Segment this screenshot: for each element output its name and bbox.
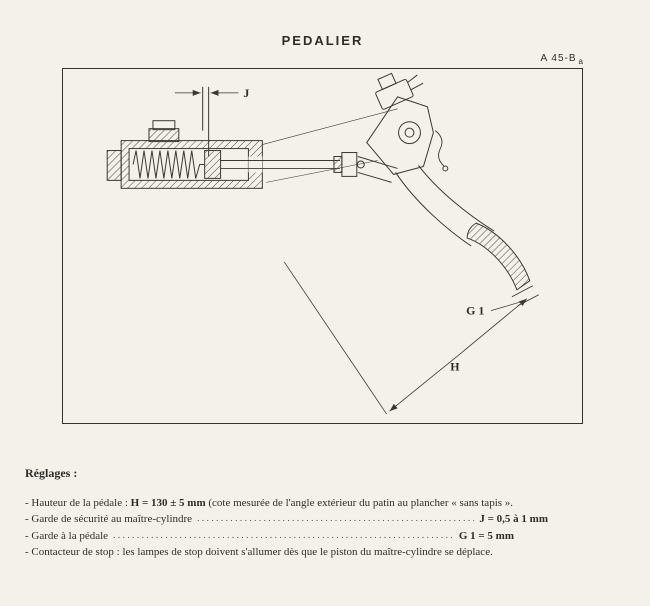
switch-connector	[377, 72, 397, 91]
page-title: PEDALIER	[281, 33, 364, 48]
dot-leader: ........................................…	[197, 513, 474, 524]
pivot-axle	[404, 127, 415, 138]
doc-reference-suffix: a	[578, 57, 584, 66]
pivot-bracket	[366, 96, 434, 175]
pivot-outer	[398, 121, 421, 145]
stop-lamp-switch	[375, 72, 424, 110]
label-g1-dimension: G 1	[466, 304, 484, 318]
note-pedal-clearance: - Garde à la pédale ....................…	[25, 528, 514, 544]
floor-reference-line	[283, 261, 387, 415]
note-text: - Hauteur de la pédale :	[25, 497, 131, 509]
note-master-cylinder-clearance: - Garde de sécurité au maître-cylindre .…	[25, 511, 548, 527]
reservoir-boss	[148, 128, 180, 143]
note-text: (cote mesurée de l'angle extérieur du pa…	[205, 497, 514, 509]
note-value-h: H = 130 ± 5 mm	[130, 497, 206, 509]
piston	[204, 150, 222, 179]
note-text: - Garde à la pédale	[25, 529, 109, 542]
spring-anchor	[442, 165, 449, 172]
note-pedal-height: - Hauteur de la pédale : H = 130 ± 5 mm …	[25, 495, 633, 511]
dimension-h	[389, 298, 528, 412]
pedal-pad	[466, 222, 531, 291]
note-value-j: J = 0,5 à 1 mm	[479, 513, 548, 526]
clevis-pin	[356, 160, 365, 169]
note-value-g1: G 1 = 5 mm	[458, 529, 514, 542]
adjustments-heading: Réglages :	[25, 466, 78, 480]
lock-nut	[333, 156, 343, 173]
switch-terminal	[410, 82, 424, 91]
end-flange	[106, 150, 122, 181]
switch-terminal	[407, 74, 418, 83]
label-j-dimension: J	[243, 86, 249, 100]
pedal-arm	[395, 165, 495, 247]
label-h-dimension: H	[450, 359, 460, 373]
figure-box: J G 1 H	[62, 68, 583, 424]
dimension-g1	[490, 285, 539, 311]
cylinder-bore	[128, 148, 249, 181]
return-spring-coil	[132, 150, 205, 179]
pushrod-clevis	[333, 152, 398, 183]
pedal-assembly-diagram: J G 1 H	[106, 72, 539, 415]
note-text: - Garde de sécurité au maître-cylindre	[25, 513, 193, 526]
return-spring-hook	[435, 130, 445, 167]
construction-line	[262, 108, 398, 145]
master-cylinder	[106, 120, 340, 189]
dot-leader: ........................................…	[113, 529, 454, 540]
clevis	[341, 152, 358, 177]
note-stop-switch: - Contacteur de stop : les lampes de sto…	[25, 545, 493, 558]
doc-reference-code: A 45-B	[540, 53, 577, 64]
adjustments-section: Réglages : - Hauteur de la pédale : H = …	[25, 466, 633, 560]
construction-line	[266, 160, 378, 183]
